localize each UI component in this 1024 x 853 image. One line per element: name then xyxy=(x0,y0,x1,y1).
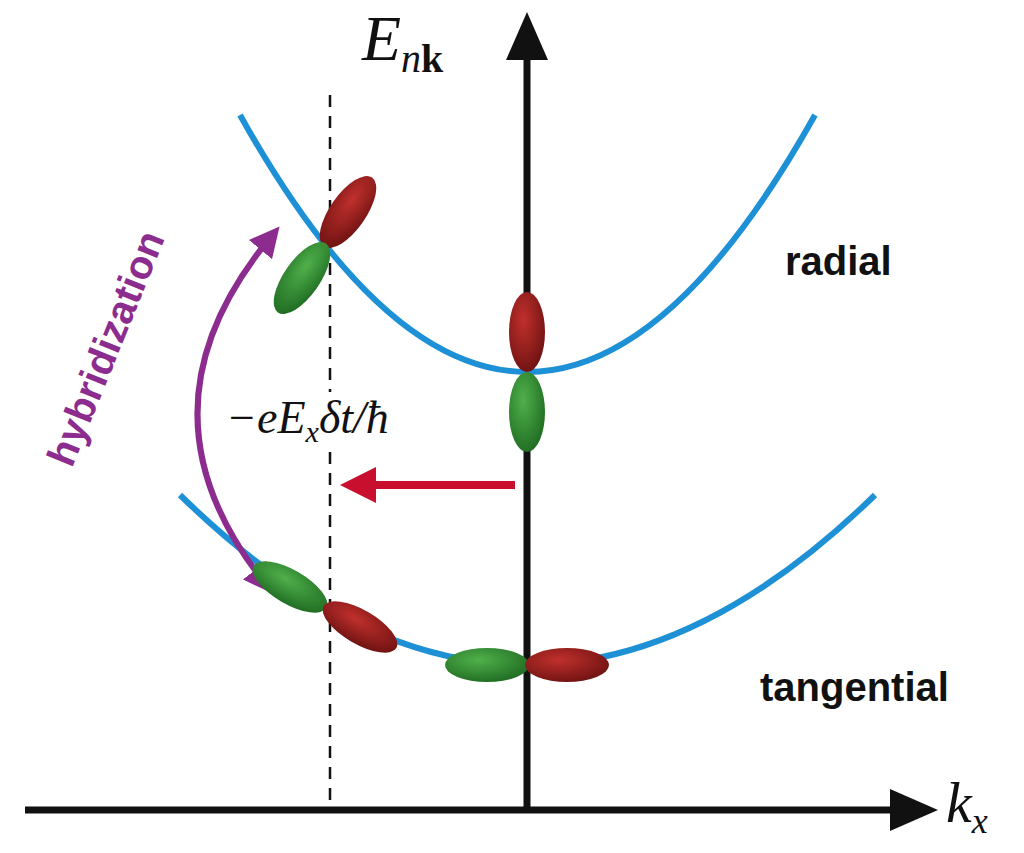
axis-subscript: k xyxy=(421,36,443,81)
radial-band xyxy=(240,115,815,372)
orbital-lobe xyxy=(315,591,405,662)
orbital-lobe xyxy=(445,648,529,682)
axis-subscript: n xyxy=(401,36,421,81)
tangential-band xyxy=(180,495,875,665)
dashed-line xyxy=(329,95,332,806)
hybridization-label: hybridization xyxy=(37,224,173,472)
kx-axis-label: kx xyxy=(946,770,988,842)
shift-arrow xyxy=(358,481,515,489)
shift-formula: −eExδt/ħ xyxy=(222,392,393,450)
orbital-lobe xyxy=(509,292,545,372)
band-name: radial xyxy=(785,239,892,283)
axis-subscript: x xyxy=(972,801,988,841)
axis-arrowhead xyxy=(890,789,938,831)
axis-symbol: E xyxy=(362,3,401,74)
formula-subscript: x xyxy=(306,415,319,448)
arrow-label: hybridization xyxy=(38,224,172,471)
energy-axis-label: Enk xyxy=(362,2,443,82)
kx-axis xyxy=(25,807,895,814)
orbital-lobe xyxy=(245,551,335,622)
axis-arrowhead xyxy=(506,12,548,60)
band-label: radial xyxy=(785,238,892,284)
band-label: tangential xyxy=(760,664,949,710)
orbital-lobe xyxy=(263,233,341,322)
formula-text: δt/ħ xyxy=(319,392,389,443)
formula-text: −eE xyxy=(226,392,306,443)
orbital-lobe xyxy=(509,372,545,452)
orbital-lobe xyxy=(525,648,609,682)
axis-symbol: k xyxy=(946,770,972,835)
band-name: tangential xyxy=(760,665,949,709)
